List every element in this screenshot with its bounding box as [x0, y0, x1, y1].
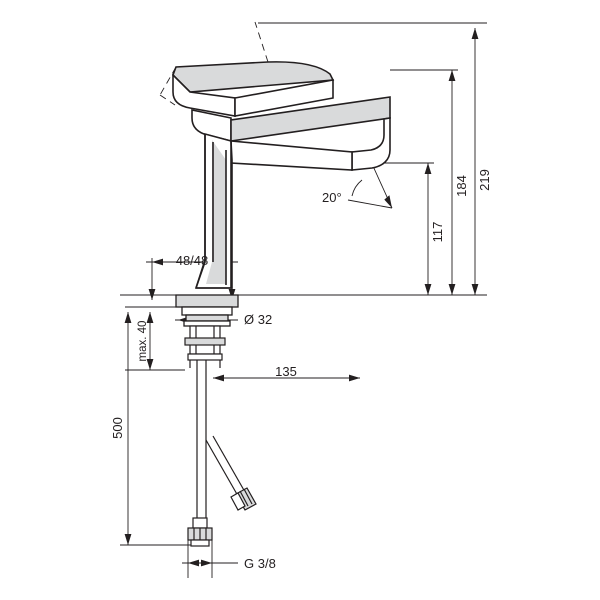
label-handle-clearance: 48/48 [176, 253, 209, 268]
label-hose-length: 135 [275, 364, 297, 379]
faucet-body-spout [191, 96, 391, 289]
label-base-diameter: Ø 32 [244, 312, 272, 327]
faucet-base-escutcheon [175, 294, 239, 327]
label-spout-reach: 117 [430, 222, 445, 243]
label-height-to-spout: 184 [454, 175, 469, 197]
label-total-hose-drop: 500 [110, 417, 125, 439]
faucet-lever-handle [172, 61, 335, 117]
handle-projection-lines [159, 21, 269, 106]
label-angle: 20° [322, 190, 342, 205]
label-connection-thread: G 3/8 [244, 556, 276, 571]
extension-lines [120, 22, 487, 578]
label-max-counter-thickness: max. 40 [137, 321, 149, 362]
faucet-threaded-shank [184, 325, 226, 368]
bottom-connector-fitting [187, 517, 213, 547]
angle-arc [351, 179, 363, 197]
supply-hoses [196, 360, 257, 520]
label-total-height: 219 [477, 169, 492, 191]
